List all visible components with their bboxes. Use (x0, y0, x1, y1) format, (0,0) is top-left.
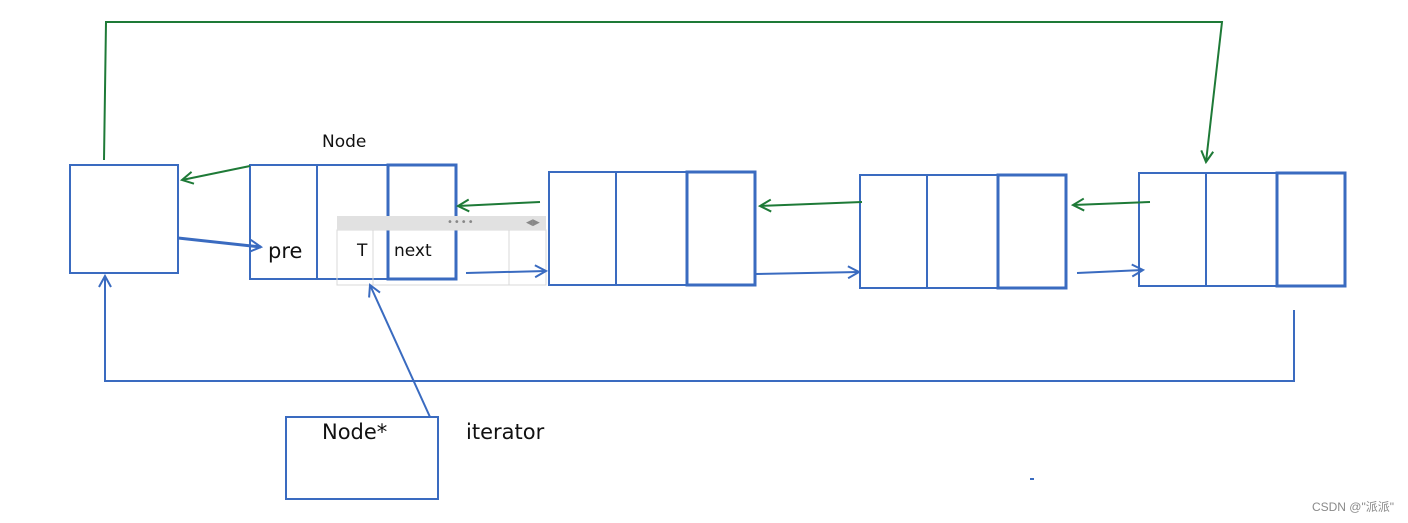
node-4 (1138, 171, 1347, 288)
edge-node4-pre-to-node3 (1073, 202, 1151, 205)
next-field-label: next (394, 241, 432, 261)
edge-node3-pre-to-node2 (760, 202, 863, 206)
edge-node2-to-node3 (754, 272, 859, 274)
data-field-label: T (357, 241, 368, 261)
edge-head-to-node1 (177, 236, 261, 247)
iterator-box (285, 416, 439, 500)
edge-iterator-to-node1 (370, 285, 431, 418)
edge-node3-to-node4 (1076, 270, 1143, 273)
iterator-box-label: Node* (322, 420, 388, 444)
table-overlay[interactable] (336, 229, 547, 286)
resize-arrows-icon[interactable]: ◀▶ (526, 218, 540, 228)
watermark: CSDN @"派派" (1311, 500, 1394, 514)
node-3 (859, 173, 1068, 290)
iterator-name-label: iterator (466, 420, 545, 444)
head-node (69, 164, 179, 274)
node-2 (548, 170, 757, 287)
edge-node2-pre-to-node1 (458, 202, 541, 206)
pre-field-label: pre (268, 239, 303, 263)
drag-handle-icon[interactable]: •••• (447, 217, 475, 228)
edge-head-pre-to-node4-wrap (103, 21, 1224, 162)
edge-node1-pre-to-head (182, 165, 251, 180)
table-toolbar[interactable] (337, 216, 546, 230)
node-title-label: Node (322, 132, 367, 152)
edge-node4-to-head-wrap (105, 276, 1295, 382)
edge-node1-to-node2 (465, 271, 546, 273)
